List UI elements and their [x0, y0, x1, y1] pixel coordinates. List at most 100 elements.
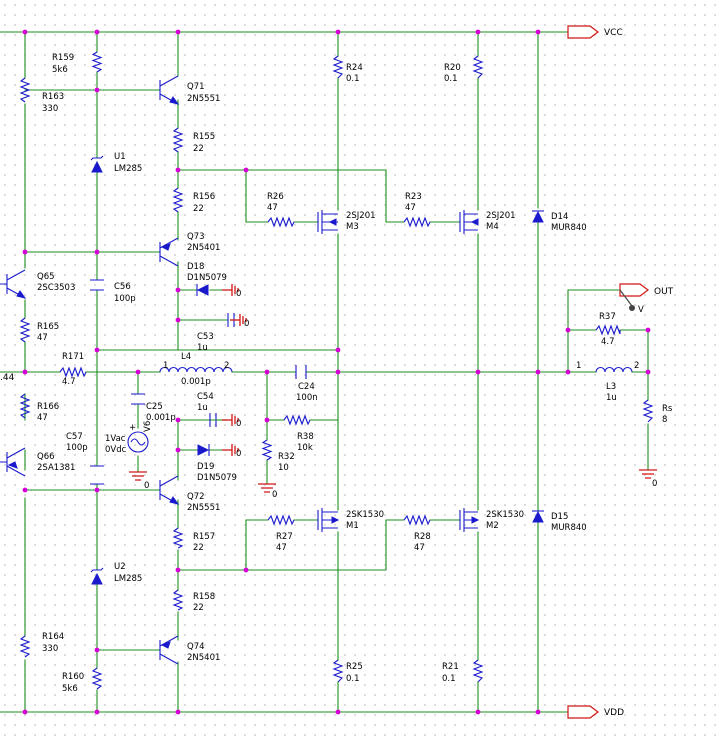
junction-dot	[335, 369, 341, 375]
r171-value: 4.7	[62, 377, 76, 387]
ground-symbols: 0 0 0 0 0 0 0	[129, 283, 657, 500]
r158-value: 22	[193, 603, 204, 613]
l4-pin2: 2	[224, 361, 229, 371]
r21-symbol	[472, 659, 484, 683]
r155-ref: R155	[193, 132, 215, 142]
c54-ref: C54	[197, 392, 214, 402]
q65-part: 2SC3503	[37, 283, 75, 293]
rs-value: 8	[662, 415, 667, 425]
d19-symbol	[197, 444, 210, 456]
r21-ref: R21	[442, 662, 459, 672]
r156-ref: R156	[193, 192, 215, 202]
junction-dot	[94, 249, 100, 255]
m2-part: 2SK1530	[486, 510, 524, 520]
l4-value: 0.001p	[181, 377, 211, 387]
u1-part: LM285	[114, 164, 142, 174]
r20-ref: R20	[444, 63, 461, 73]
resistor-symbols	[19, 51, 654, 690]
r24-value: 0.1	[346, 74, 360, 84]
r156-value: 22	[193, 204, 204, 214]
junction-dot	[94, 87, 100, 93]
junction-dot	[22, 709, 28, 715]
v6-source-symbol: +	[127, 423, 149, 453]
d15-symbol	[532, 510, 544, 523]
mosfet-symbols	[317, 210, 480, 532]
junction-dot	[175, 317, 181, 323]
d19-ref: D19	[197, 462, 214, 472]
r26-value: 47	[267, 203, 278, 213]
q66-ref: Q66	[37, 452, 55, 462]
junction-dot	[94, 347, 100, 353]
junction-dot	[535, 29, 541, 35]
d18-part: D1N5079	[187, 273, 227, 283]
u1-symbol	[90, 155, 104, 173]
junction-dot	[335, 709, 341, 715]
r163-symbol	[19, 77, 31, 103]
vcc-port: VCC	[567, 25, 623, 39]
out-label: OUT	[654, 287, 674, 297]
r160-symbol	[91, 667, 103, 690]
r165-value: 47	[37, 333, 48, 343]
q74-symbol	[159, 635, 179, 665]
l4-ref: L4	[181, 352, 191, 362]
r160-ref: R160	[62, 672, 84, 682]
l3-value: 1u	[606, 393, 617, 403]
q65-symbol	[0, 269, 27, 299]
r166-ref: R166	[37, 402, 59, 412]
r155-value: 22	[193, 144, 204, 154]
c24-value: 100n	[296, 393, 318, 403]
ground-label-d18: 0	[236, 289, 241, 299]
c25-ref: C25	[146, 402, 163, 412]
q66-part: 2SA1381	[37, 463, 75, 473]
junction-dot	[22, 29, 28, 35]
bjt-symbols	[0, 75, 180, 665]
junction-dot	[175, 417, 181, 423]
r23-ref: R23	[405, 192, 422, 202]
q74-part: 2N5401	[187, 653, 220, 663]
wire-network	[0, 31, 649, 713]
vdd-label: VDD	[604, 708, 624, 718]
vdd-port: VDD	[567, 705, 624, 719]
c56-value: 100p	[114, 294, 136, 304]
d18-ref: D18	[187, 262, 204, 272]
u1-ref: U1	[114, 152, 126, 162]
r157-value: 22	[193, 543, 204, 553]
r155-symbol	[172, 127, 184, 153]
v6-ac: 1Vac	[105, 434, 126, 444]
junction-dot	[645, 369, 651, 375]
r165-ref: R165	[37, 322, 59, 332]
c53-value: 1u	[197, 343, 208, 353]
r171-ref: R171	[62, 352, 84, 362]
r159-ref: R159	[52, 53, 74, 63]
r27-symbol	[267, 514, 295, 526]
r21-value: 0.1	[442, 674, 456, 684]
c25-symbol	[131, 393, 145, 405]
junction-dot	[94, 709, 100, 715]
probe-label: V	[638, 305, 644, 315]
left-edge-label: .44	[0, 373, 15, 383]
r32-ref: R32	[278, 452, 295, 462]
junction-dot	[535, 369, 541, 375]
r37-value: 4.7	[601, 337, 615, 347]
r166-symbol	[19, 393, 31, 419]
q73-symbol	[159, 237, 179, 267]
c56-ref: C56	[114, 282, 131, 292]
r171-symbol	[59, 366, 87, 378]
junction-dot	[264, 369, 270, 375]
junction-dot	[175, 567, 181, 573]
q72-ref: Q72	[187, 492, 205, 502]
q72-symbol	[159, 475, 180, 505]
voltage-probe: V	[619, 289, 644, 315]
c54-value: 1u	[197, 403, 208, 413]
d14-part: MUR840	[551, 223, 587, 233]
d14-ref: D14	[551, 212, 568, 222]
u2-ref: U2	[114, 562, 126, 572]
junction-dot	[22, 487, 28, 493]
component-labels: .44 R159 5k6 R163 330 Q71 2N5551 R155 22…	[0, 53, 673, 694]
ground-label-c54: 0	[236, 419, 241, 429]
junction-dot	[475, 29, 481, 35]
diode-symbols	[90, 155, 544, 585]
junction-dot	[94, 29, 100, 35]
junction-dot	[243, 167, 249, 173]
d18-symbol	[196, 284, 209, 296]
